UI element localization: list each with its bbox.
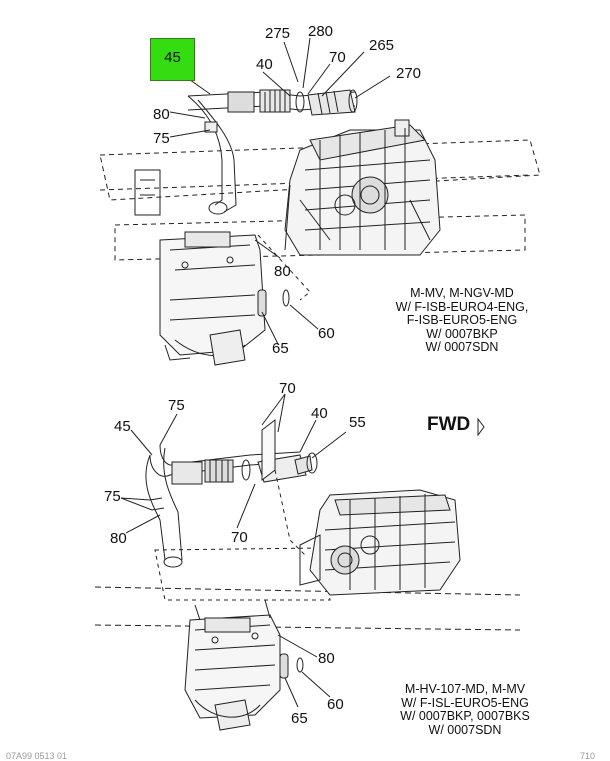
callout-80-lower: 80 <box>274 263 291 280</box>
caption-line: W/ F-ISL-EURO5-ENG <box>401 695 529 710</box>
highlighted-callout-45[interactable]: 45 <box>150 38 195 81</box>
caption-line: M-HV-107-MD, M-MV <box>404 682 526 696</box>
aftertreatment-top <box>159 231 290 366</box>
callout-40: 40 <box>311 405 328 422</box>
caption-line: M-MV, M-NGV-MD <box>410 286 514 300</box>
caption-line: W/ 0007BKP <box>426 326 498 341</box>
callout-65: 65 <box>272 340 289 357</box>
callout-75-left: 75 <box>104 488 121 505</box>
callout-265: 265 <box>369 37 395 54</box>
exhaust-pipe-bottom <box>145 418 318 568</box>
callout-280: 280 <box>308 23 334 40</box>
engine-top <box>284 119 441 256</box>
caption-top: M-MV, M-NGV-MD W/ F-ISB-EURO4-ENG, F-ISB… <box>392 286 532 355</box>
callout-270: 270 <box>396 65 422 82</box>
aftertreatment-bottom <box>184 599 304 731</box>
callout-80-lower: 80 <box>318 650 335 667</box>
callout-75: 75 <box>153 130 170 147</box>
caption-line: F-ISB-EURO5-ENG <box>406 313 518 327</box>
caption-line: W/ 0007SDN <box>425 340 499 354</box>
callout-70: 70 <box>329 49 346 66</box>
callout-65: 65 <box>291 710 308 727</box>
frame-rails-bottom <box>94 547 521 631</box>
callout-75: 75 <box>168 397 185 414</box>
footer-code: 07A99 0513 01 <box>6 751 68 761</box>
caption-line: W/ 0007BKP, 0007BKS <box>400 709 530 723</box>
callout-80: 80 <box>110 530 127 547</box>
exhaust-pipe-top <box>187 89 358 215</box>
callout-45: 45 <box>114 418 131 435</box>
leader-lines-top <box>169 37 391 345</box>
callout-70-top: 70 <box>279 380 296 397</box>
callout-70-mid: 70 <box>231 529 248 546</box>
callout-40: 40 <box>256 56 273 73</box>
callout-80: 80 <box>153 106 170 123</box>
forward-arrow-icon <box>477 417 485 437</box>
caption-bottom: M-HV-107-MD, M-MV W/ F-ISL-EURO5-ENG W/ … <box>390 682 540 737</box>
fwd-label: FWD <box>427 414 471 435</box>
caption-line: W/ F-ISB-EURO4-ENG, <box>395 299 529 314</box>
leader-lines-bottom <box>120 393 347 708</box>
callout-label: 45 <box>164 49 181 66</box>
callout-275: 275 <box>265 25 291 42</box>
caption-line: W/ 0007SDN <box>428 722 502 737</box>
callout-60: 60 <box>318 325 335 342</box>
callout-55: 55 <box>349 414 366 431</box>
callout-60: 60 <box>327 696 344 713</box>
footer-page: 710 <box>580 751 596 761</box>
engine-bottom <box>299 489 461 596</box>
